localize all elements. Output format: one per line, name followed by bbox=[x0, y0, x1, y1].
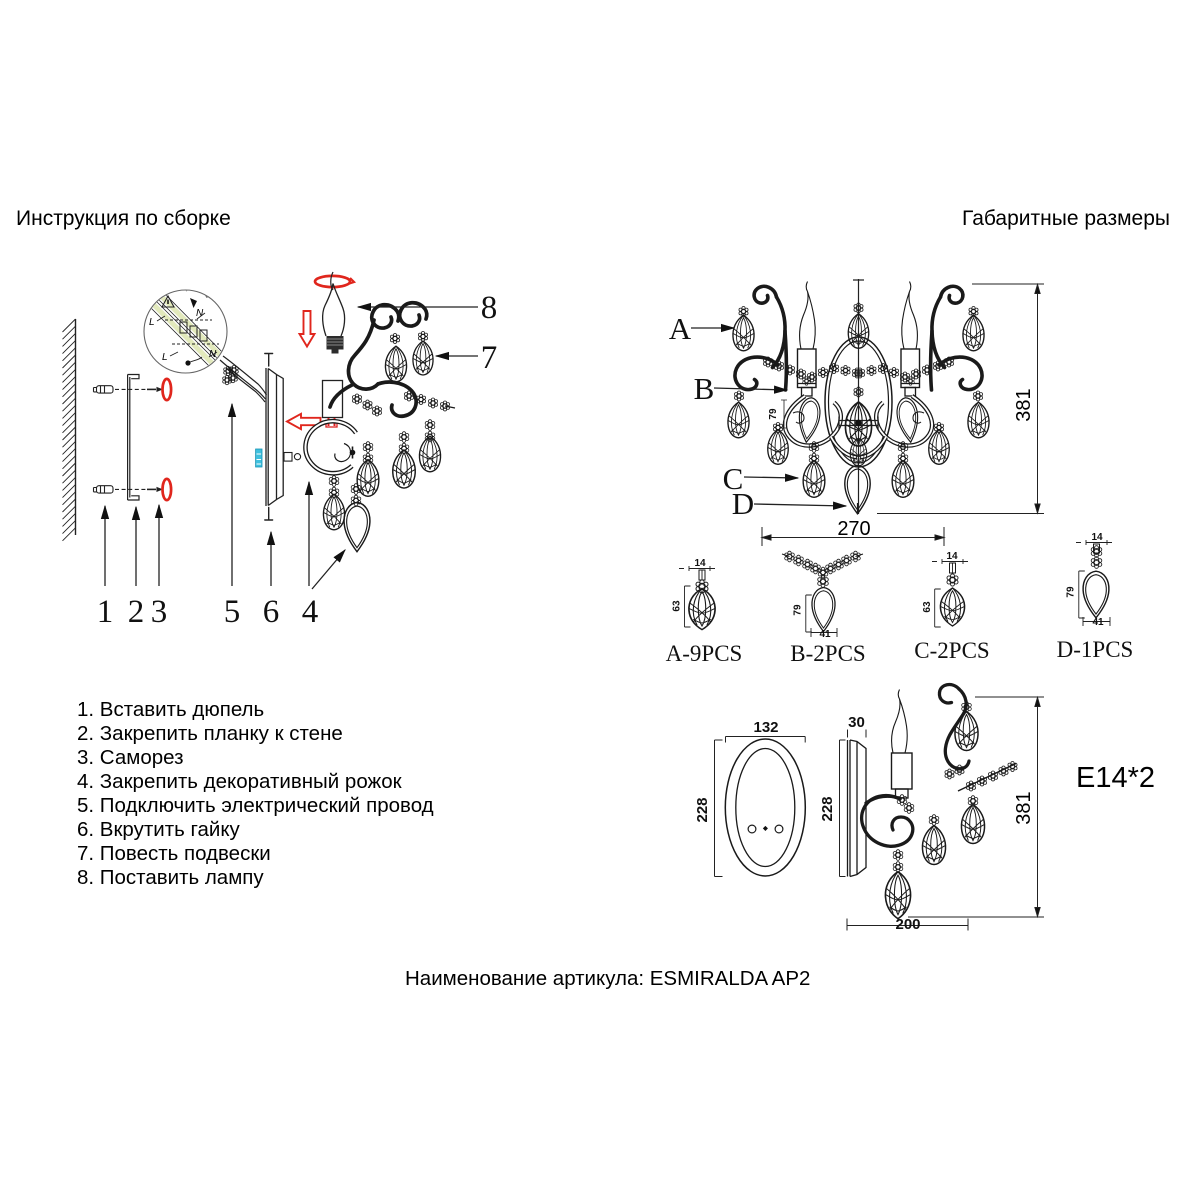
svg-text:N: N bbox=[196, 308, 204, 319]
svg-text:Наименование артикула: ESMIRAL: Наименование артикула: ESMIRALDA AP2 bbox=[405, 967, 810, 990]
svg-text:5: 5 bbox=[224, 594, 241, 630]
svg-text:5. Подключить электрический пр: 5. Подключить электрический провод bbox=[77, 794, 434, 817]
svg-text:381: 381 bbox=[1013, 388, 1035, 421]
svg-text:41: 41 bbox=[1092, 617, 1104, 628]
svg-text:1: 1 bbox=[97, 594, 114, 630]
svg-text:A: A bbox=[669, 311, 692, 346]
svg-text:D-1PCS: D-1PCS bbox=[1057, 637, 1134, 662]
svg-text:14: 14 bbox=[946, 551, 958, 562]
svg-text:L: L bbox=[149, 317, 155, 328]
svg-text:41: 41 bbox=[819, 629, 831, 640]
svg-text:228: 228 bbox=[694, 797, 711, 822]
svg-text:381: 381 bbox=[1013, 791, 1035, 824]
svg-text:8: 8 bbox=[481, 290, 498, 326]
svg-text:270: 270 bbox=[837, 518, 870, 540]
svg-text:3: 3 bbox=[151, 594, 168, 630]
svg-text:79: 79 bbox=[768, 408, 779, 420]
svg-text:7: 7 bbox=[481, 340, 498, 376]
svg-text:Габаритные размеры: Габаритные размеры bbox=[962, 207, 1170, 230]
svg-text:4: 4 bbox=[302, 594, 319, 630]
svg-text:4. Закрепить декоративный рожо: 4. Закрепить декоративный рожок bbox=[77, 770, 403, 793]
svg-text:228: 228 bbox=[819, 796, 836, 821]
svg-text:63: 63 bbox=[922, 601, 933, 613]
svg-text:14: 14 bbox=[1091, 532, 1103, 543]
svg-text:Инструкция по сборке: Инструкция по сборке bbox=[16, 207, 231, 230]
svg-text:79: 79 bbox=[793, 604, 804, 616]
svg-text:A-9PCS: A-9PCS bbox=[666, 641, 743, 666]
svg-text:C-2PCS: C-2PCS bbox=[914, 638, 989, 663]
svg-text:7. Повесть подвески: 7. Повесть подвески bbox=[77, 842, 271, 865]
svg-text:200: 200 bbox=[895, 916, 920, 933]
svg-text:8. Поставить лампу: 8. Поставить лампу bbox=[77, 866, 264, 889]
svg-text:D: D bbox=[732, 486, 754, 521]
svg-text:132: 132 bbox=[753, 719, 778, 736]
svg-text:3. Саморез: 3. Саморез bbox=[77, 746, 183, 769]
svg-text:79: 79 bbox=[1066, 586, 1077, 598]
svg-text:B-2PCS: B-2PCS bbox=[790, 641, 865, 666]
svg-text:63: 63 bbox=[672, 600, 683, 612]
svg-text:6. Вкрутить гайку: 6. Вкрутить гайку bbox=[77, 818, 241, 841]
svg-text:30: 30 bbox=[848, 714, 865, 731]
svg-text:2: 2 bbox=[128, 594, 145, 630]
svg-text:14: 14 bbox=[694, 558, 706, 569]
svg-text:C: C bbox=[723, 461, 744, 496]
svg-text:L: L bbox=[162, 352, 168, 363]
svg-text:2. Закрепить планку к стене: 2. Закрепить планку к стене bbox=[77, 722, 343, 745]
svg-text:6: 6 bbox=[263, 594, 280, 630]
svg-text:1. Вставить дюпель: 1. Вставить дюпель bbox=[77, 698, 264, 721]
svg-text:E14*2: E14*2 bbox=[1076, 762, 1155, 794]
svg-text:B: B bbox=[694, 371, 715, 406]
